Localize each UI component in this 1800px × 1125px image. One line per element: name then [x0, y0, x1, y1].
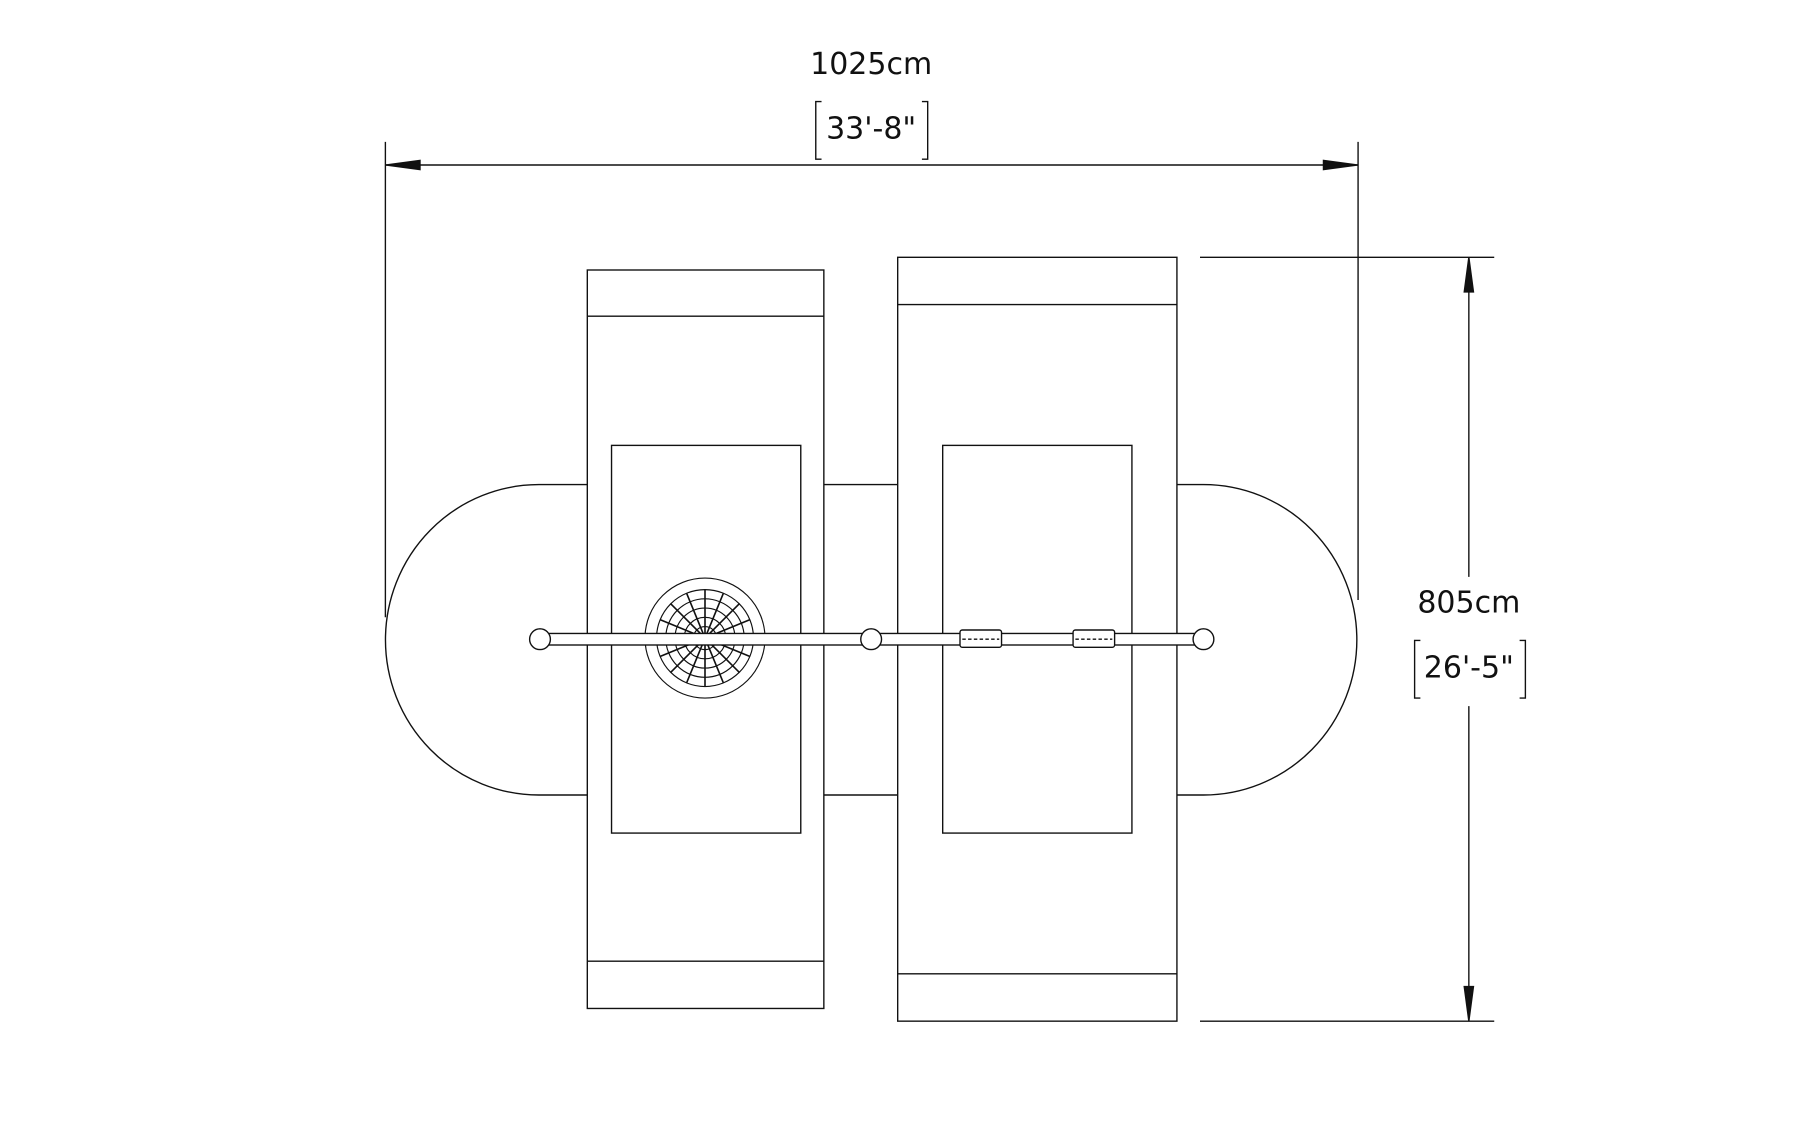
depth-imperial-label: 26'-5" — [1424, 650, 1514, 685]
post-center-icon — [860, 628, 883, 651]
depth-dimension: 805cm 26'-5" — [1200, 256, 1527, 1022]
arrowhead-top-icon — [1463, 257, 1475, 293]
depth-metric-label: 805cm — [1417, 586, 1520, 621]
arrowhead-bottom-icon — [1463, 985, 1475, 1022]
post-left-icon — [528, 628, 552, 651]
left-semicircle-platform — [384, 483, 588, 796]
center-connecting-platform — [823, 483, 898, 796]
width-imperial-label: 33'-8" — [826, 111, 916, 146]
width-metric-label: 1025cm — [810, 47, 932, 82]
arrowhead-right-icon — [1322, 159, 1359, 171]
arrowhead-left-icon — [385, 159, 421, 171]
post-right-icon — [1192, 628, 1215, 651]
cable-bar — [528, 628, 1215, 651]
right-semicircle-platform — [1176, 483, 1358, 796]
width-imperial-brackets — [815, 100, 929, 160]
width-dimension: 1025cm 33'-8" — [384, 47, 1359, 618]
depth-imperial-brackets — [1413, 639, 1527, 699]
